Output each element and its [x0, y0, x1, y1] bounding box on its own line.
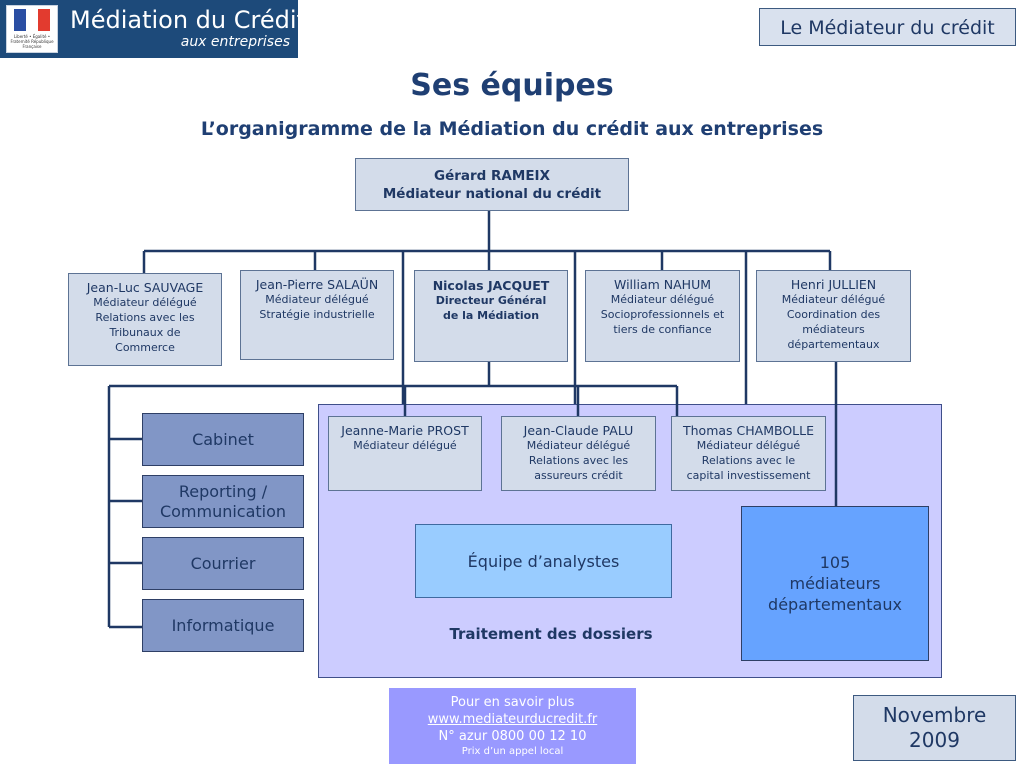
role-line: Stratégie industrielle — [259, 308, 375, 321]
analysts-team-box: Équipe d’analystes — [415, 524, 672, 598]
delegate-box-salaun: Jean-Pierre SALAÜN Médiateur délégué Str… — [240, 270, 394, 360]
national-mediator-box: Gérard RAMEIX Médiateur national du créd… — [355, 158, 629, 211]
role-line: Médiateur délégué — [353, 439, 457, 452]
date-month: Novembre — [882, 703, 987, 727]
role-line: de la Médiation — [442, 309, 540, 322]
role-line: Médiateur délégué — [610, 293, 715, 306]
call-note: Prix d’un appel local — [461, 746, 564, 757]
unit-cabinet: Cabinet — [142, 413, 304, 466]
role-line: Médiateur délégué — [93, 296, 197, 309]
role-line: Socioprofessionnels et — [600, 308, 725, 321]
role-line: départementaux — [787, 338, 880, 351]
departmental-mediators-box: 105 médiateurs départementaux — [741, 506, 929, 661]
logo-title: Médiation du Crédit — [70, 6, 306, 34]
delegate-box-jullien: Henri JULLIEN Médiateur délégué Coordina… — [756, 270, 911, 362]
role-line: Tribunaux de — [109, 326, 181, 339]
role-line: tiers de confiance — [613, 323, 712, 336]
role-line: capital investissement — [686, 469, 811, 482]
role-line: médiateurs — [802, 323, 865, 336]
person-name: Thomas CHAMBOLLE — [682, 423, 814, 438]
person-name: Jean-Luc SAUVAGE — [86, 280, 204, 295]
person-name: Henri JULLIEN — [790, 277, 877, 292]
person-name: Jeanne-Marie PROST — [341, 423, 469, 438]
role-line: Médiateur délégué — [265, 293, 369, 306]
role-line: Médiateur délégué — [526, 439, 631, 452]
role-line: Relations avec le — [701, 454, 796, 467]
role-line: Relations avec les — [528, 454, 629, 467]
team-label: Traitement des dossiers — [449, 625, 653, 643]
role-line: Commerce — [115, 341, 175, 354]
role-line: Coordination des — [786, 308, 881, 321]
delegate-box-sauvage: Jean-Luc SAUVAGE Médiateur délégué Relat… — [68, 273, 222, 366]
person-name: Jean-Claude PALU — [523, 423, 634, 438]
person-name: Nicolas JACQUET — [432, 278, 550, 293]
logo-subtitle: aux entreprises — [180, 34, 290, 50]
slide-title: Ses équipes — [410, 68, 614, 103]
delegate-box-nahum: William NAHUM Médiateur délégué Sociopro… — [585, 270, 740, 362]
unit-reporting-communication: Reporting / Communication — [142, 475, 304, 528]
delegate-box-palu: Jean-Claude PALU Médiateur délégué Relat… — [501, 416, 656, 491]
marianne-icon — [14, 9, 50, 31]
website-link[interactable]: www.mediateurducredit.fr — [427, 712, 598, 727]
date-box: Novembre 2009 — [853, 695, 1016, 761]
person-name: Jean-Pierre SALAÜN — [255, 277, 379, 292]
role-line: Relations avec les — [95, 311, 195, 324]
person-role: Médiateur national du crédit — [382, 186, 602, 202]
section-tag: Le Médiateur du crédit — [759, 8, 1016, 46]
unit-courrier: Courrier — [142, 537, 304, 590]
delegate-box-prost: Jeanne-Marie PROST Médiateur délégué — [328, 416, 482, 491]
slide-subtitle: L’organigramme de la Médiation du crédit… — [200, 118, 824, 140]
phone-number: N° azur 0800 00 12 10 — [438, 729, 587, 744]
person-name: Gérard RAMEIX — [434, 168, 550, 184]
director-box-jacquet: Nicolas JACQUET Directeur Général de la … — [414, 270, 568, 362]
mediation-logo: Liberté • Égalité • Fraternité Républiqu… — [0, 0, 306, 58]
logo-small-text: Liberté • Égalité • Fraternité Républiqu… — [10, 34, 54, 49]
delegate-box-chambolle: Thomas CHAMBOLLE Médiateur délégué Relat… — [671, 416, 826, 491]
date-year: 2009 — [909, 728, 960, 752]
info-box: Pour en savoir plus www.mediateurducredi… — [389, 688, 636, 764]
info-line: Pour en savoir plus — [450, 695, 575, 710]
role-line: Directeur Général — [435, 294, 547, 307]
role-line: assureurs crédit — [534, 469, 623, 482]
unit-informatique: Informatique — [142, 599, 304, 652]
role-line: Médiateur délégué — [696, 439, 801, 452]
role-line: Médiateur délégué — [781, 293, 886, 306]
person-name: William NAHUM — [613, 277, 712, 292]
